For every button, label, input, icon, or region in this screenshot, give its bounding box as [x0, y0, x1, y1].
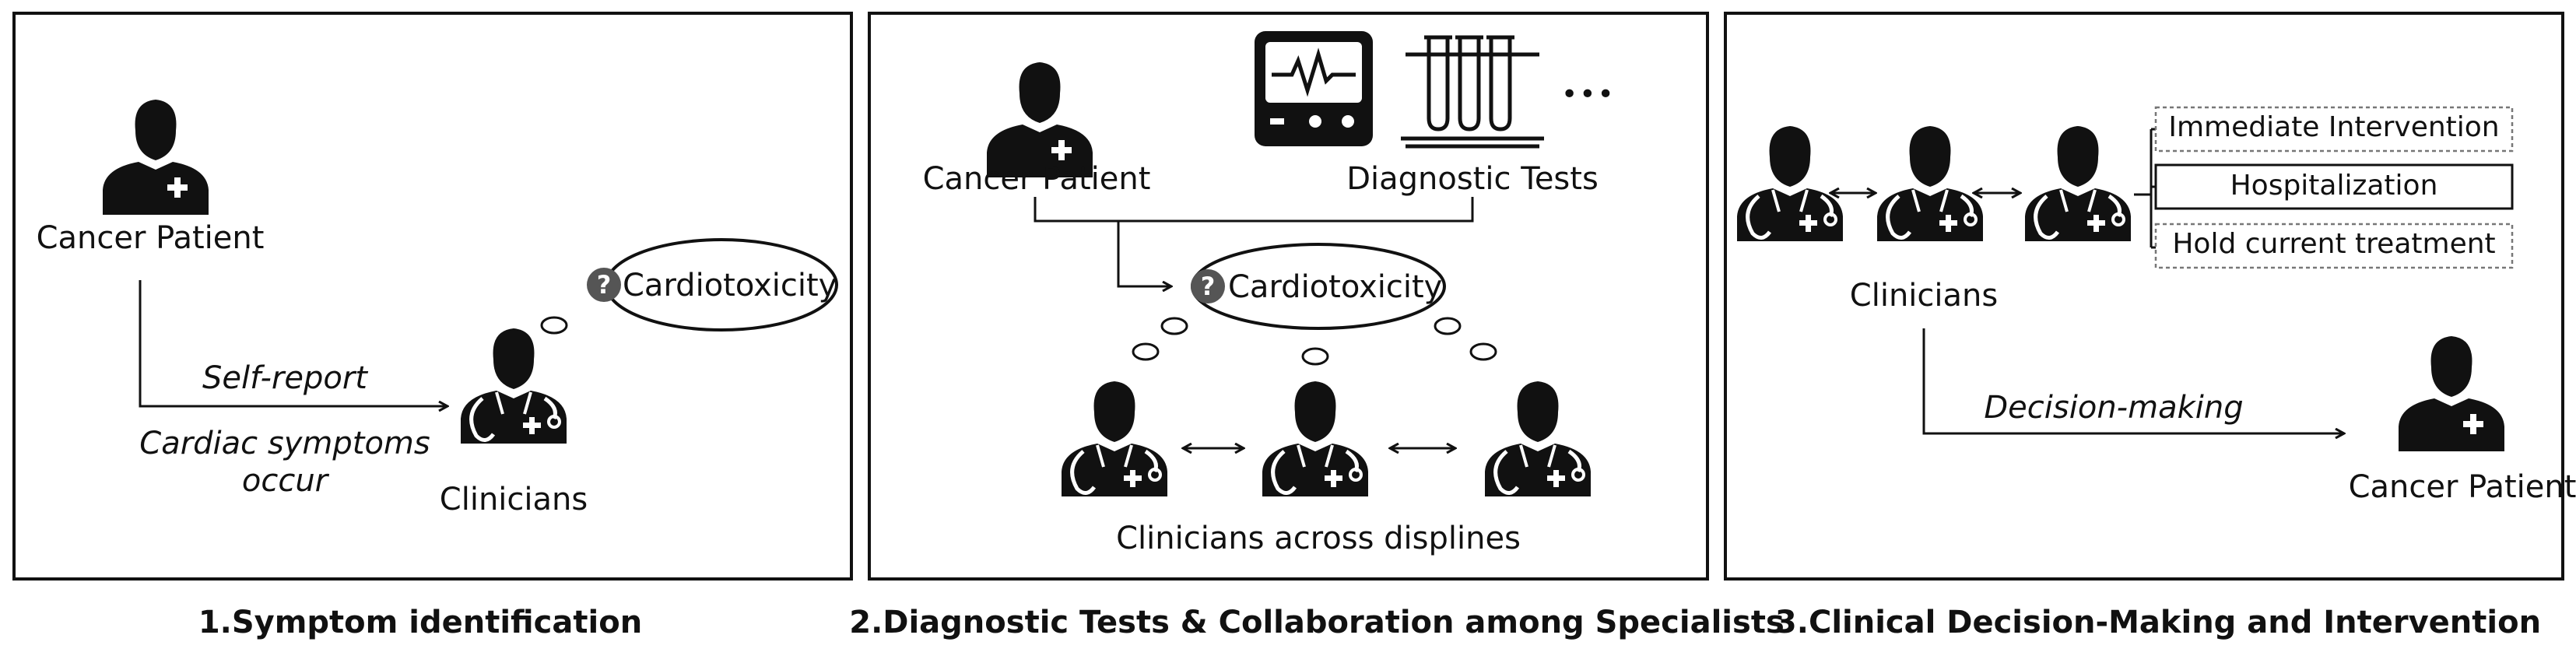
options-bracket — [2134, 128, 2156, 249]
clinicians-across-label: Clinicians across displines — [1116, 521, 1521, 556]
patient-label: Cancer Patient — [36, 220, 265, 256]
merge-arrow — [1117, 221, 1171, 286]
thought-dot — [1160, 317, 1188, 335]
doctor-icon — [1737, 126, 1843, 241]
thought-dot — [1469, 342, 1497, 361]
panel-3-frame — [1724, 12, 2564, 581]
decision-arrow — [1922, 328, 2344, 433]
symptom-label-line1: Cardiac symptoms — [139, 426, 430, 461]
option-hospitalization: Hospitalization — [2230, 170, 2438, 202]
option-box — [2154, 223, 2514, 269]
decision-label: Decision-making — [1984, 390, 2244, 426]
panel-2-caption: 2.Diagnostic Tests & Collaboration among… — [849, 605, 1785, 640]
doctor-icon — [1877, 126, 1983, 241]
doctor-icon — [1262, 381, 1368, 496]
question-mark: ? — [596, 270, 612, 300]
thought-dot — [540, 316, 568, 335]
thought-dot — [1301, 347, 1329, 366]
thought-dot — [1434, 317, 1462, 335]
thought-label: Cardiotoxicity — [623, 268, 837, 303]
patient-icon — [987, 62, 1093, 177]
option-immediate-intervention: Immediate Intervention — [2168, 111, 2500, 143]
test-tubes-icon — [1401, 35, 1544, 149]
option-box — [2154, 163, 2514, 210]
more-tests-ellipsis: ••• — [1561, 79, 1616, 110]
thought-label: Cardiotoxicity — [1228, 269, 1443, 305]
doctor-icon — [461, 328, 567, 444]
symptom-label-line2: occur — [241, 463, 328, 499]
option-box — [2154, 106, 2514, 153]
patient-label: Cancer Patient — [2348, 469, 2576, 505]
tests-label: Diagnostic Tests — [1346, 161, 1599, 197]
panel-2-frame — [868, 12, 1709, 581]
ecg-monitor-icon — [1255, 31, 1373, 146]
patient-label: Cancer Patient — [922, 161, 1151, 197]
doctor-icon — [1485, 381, 1591, 496]
join-connector — [1034, 197, 1474, 223]
doctor-icon — [1062, 381, 1167, 496]
option-hold-treatment: Hold current treatment — [2172, 228, 2496, 260]
clinicians-label: Clinicians — [1849, 278, 1999, 314]
patient-icon — [2399, 336, 2504, 451]
panel-3-caption: 3.Clinical Decision-Making and Intervent… — [1774, 605, 2542, 640]
panel-1-frame — [12, 12, 853, 581]
patient-icon — [103, 100, 209, 215]
thought-dot — [1132, 342, 1160, 361]
question-mark: ? — [1200, 272, 1216, 301]
self-report-label: Self-report — [202, 360, 367, 396]
panel-1-caption: 1.Symptom identification — [198, 605, 643, 640]
self-report-arrow — [139, 280, 447, 406]
clinician-label: Clinicians — [439, 482, 588, 517]
doctor-icon — [2025, 126, 2131, 241]
